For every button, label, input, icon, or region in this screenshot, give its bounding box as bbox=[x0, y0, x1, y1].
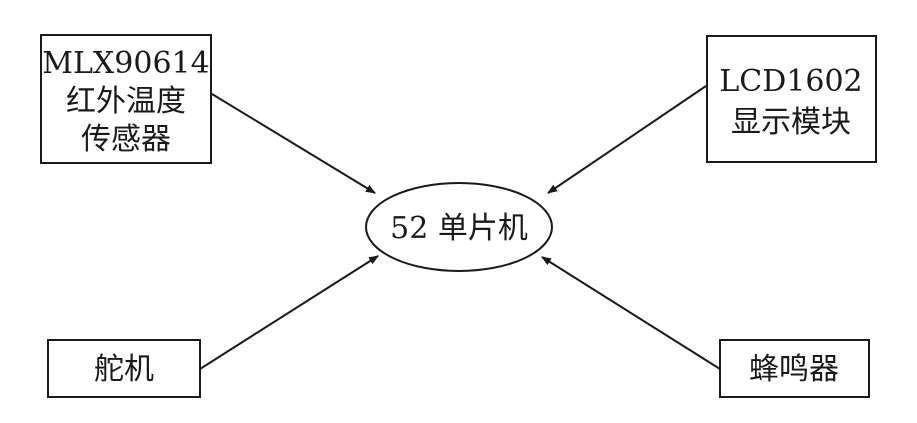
servo-label: 舵机 bbox=[94, 352, 154, 387]
sensor-label-line-2: 红外温度 bbox=[66, 84, 186, 119]
sensor-label-line-1: MLX90614 bbox=[42, 46, 209, 81]
mcu-ellipse bbox=[365, 182, 553, 272]
lcd-box bbox=[706, 35, 877, 163]
mcu-label: 52 单片机 bbox=[390, 211, 528, 246]
mcu-node: 52 单片机 bbox=[365, 182, 553, 272]
buzzer-node: 蜂鸣器 bbox=[719, 339, 870, 398]
sensor-label-line-3: 传感器 bbox=[81, 122, 171, 157]
arrow-sensor-to-mcu bbox=[211, 93, 376, 194]
buzzer-label: 蜂鸣器 bbox=[749, 352, 839, 387]
arrow-servo-to-mcu bbox=[199, 255, 379, 370]
lcd-label-line-1: LCD1602 bbox=[719, 64, 862, 99]
sensor-box bbox=[40, 34, 212, 164]
lcd-node: LCD1602 显示模块 bbox=[706, 35, 877, 163]
sensor-node: MLX90614 红外温度 传感器 bbox=[40, 34, 212, 164]
arrow-buzzer-to-mcu bbox=[541, 256, 721, 370]
servo-node: 舵机 bbox=[47, 339, 201, 398]
lcd-label-line-2: 显示模块 bbox=[731, 105, 851, 140]
arrow-lcd-to-mcu bbox=[547, 85, 707, 194]
